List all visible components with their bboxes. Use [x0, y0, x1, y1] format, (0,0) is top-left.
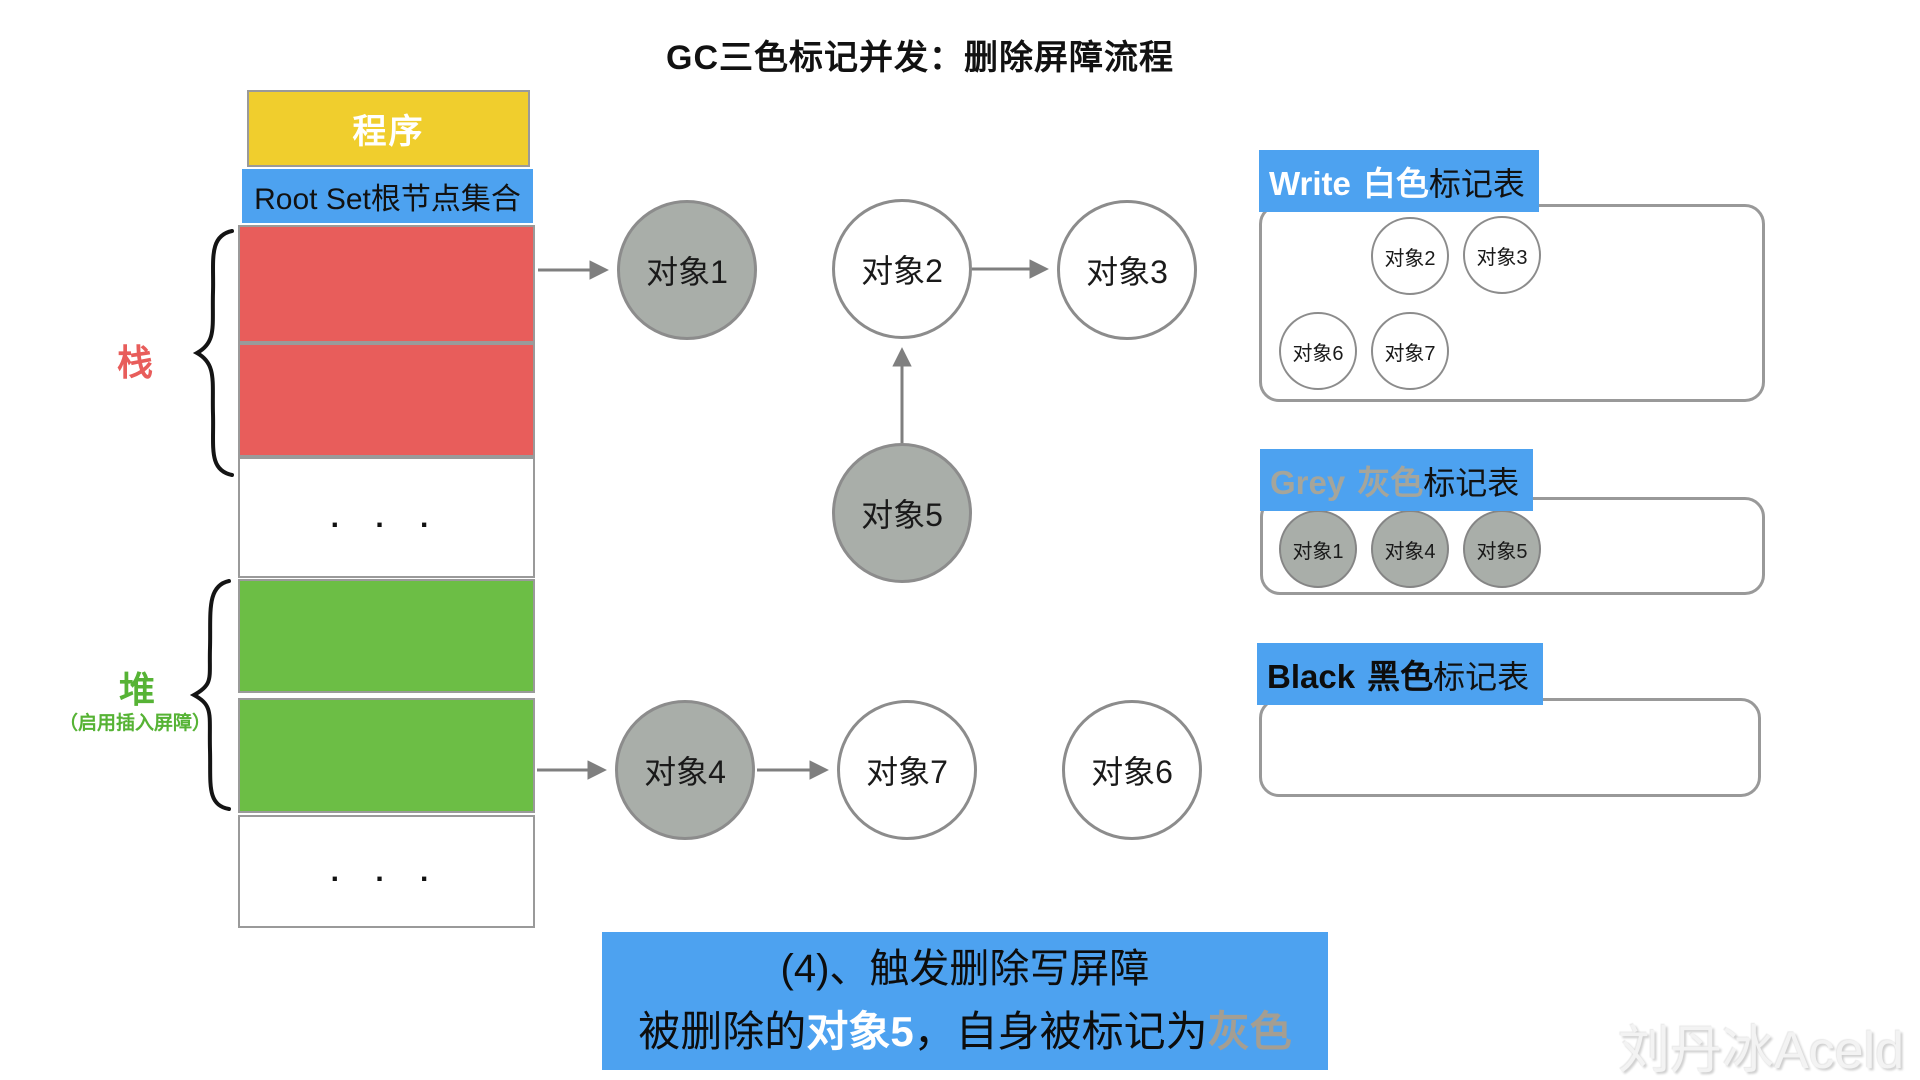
white-table-item-label: 对象2 — [1384, 247, 1436, 270]
object-node-4-label: 对象4 — [644, 754, 726, 790]
grey-table-item-label: 对象4 — [1384, 540, 1436, 563]
white-table-item: 对象2 — [1371, 217, 1449, 295]
grey-table-title-en: Grey — [1270, 464, 1346, 501]
heap-sublabel: （启用插入屏障） — [58, 713, 211, 734]
caption-object5-highlight: 对象5 — [806, 1008, 914, 1055]
object-node-2-label: 对象2 — [861, 253, 943, 289]
grey-table-item: 对象5 — [1463, 510, 1541, 588]
heap-brace — [189, 579, 231, 811]
object-node-5: 对象5 — [832, 443, 972, 583]
step-caption: (4)、触发删除写屏障 被删除的对象5，自身被标记为灰色 — [602, 932, 1328, 1070]
memory-ellipsis-box-bottom: . . . — [238, 815, 535, 928]
white-table-item-label: 对象6 — [1292, 342, 1344, 365]
white-table-title-en: Write — [1269, 165, 1351, 202]
white-table-title-suffix: 标记表 — [1428, 166, 1525, 202]
object-node-1: 对象1 — [617, 200, 757, 340]
caption-line2-text: ，自身被标记为 — [913, 1008, 1208, 1055]
grey-table-item: 对象1 — [1279, 510, 1357, 588]
object-node-2: 对象2 — [832, 199, 972, 339]
program-label: 程序 — [352, 113, 425, 151]
object-node-5-label: 对象5 — [861, 497, 943, 533]
heap-slot-2 — [238, 698, 535, 813]
grey-table-title-cn: 灰色 — [1357, 464, 1424, 501]
page-title: GC三色标记并发：删除屏障流程 — [666, 39, 1174, 77]
white-table-item-label: 对象7 — [1384, 342, 1436, 365]
stack-slot-1 — [238, 225, 535, 343]
white-table-item: 对象7 — [1371, 312, 1449, 390]
object-node-1-label: 对象1 — [646, 254, 728, 290]
caption-grey-highlight: 灰色 — [1207, 1008, 1292, 1055]
watermark: 刘丹冰Aceld — [1618, 1022, 1905, 1080]
object-node-7: 对象7 — [837, 700, 977, 840]
black-table — [1259, 698, 1761, 797]
black-table-title-en: Black — [1267, 658, 1356, 695]
caption-line2-text: 被删除的 — [638, 1008, 807, 1055]
stack-label: 栈 — [116, 342, 153, 383]
object-node-4: 对象4 — [615, 700, 755, 840]
black-table-title-suffix: 标记表 — [1433, 659, 1530, 695]
stack-slot-2 — [238, 343, 535, 457]
white-table-item-label: 对象3 — [1476, 246, 1528, 269]
black-table-title-cn: 黑色 — [1367, 658, 1434, 695]
white-table-title: Write 白色标记表 — [1259, 150, 1539, 212]
caption-line2: 被删除的对象5，自身被标记为灰色 — [638, 1000, 1291, 1064]
white-table-title-cn: 白色 — [1362, 165, 1429, 202]
object-node-3-label: 对象3 — [1086, 254, 1168, 290]
grey-table-title: Grey 灰色标记表 — [1260, 449, 1534, 511]
heap-slot-1 — [238, 579, 535, 693]
white-table-item: 对象3 — [1463, 216, 1541, 294]
object-node-7-label: 对象7 — [866, 754, 948, 790]
object-node-6-label: 对象6 — [1091, 754, 1173, 790]
stack-brace — [192, 229, 234, 477]
black-table-title: Black 黑色标记表 — [1257, 643, 1544, 705]
object-node-3: 对象3 — [1057, 200, 1197, 340]
grey-table-item-label: 对象1 — [1292, 540, 1344, 563]
grey-table-item-label: 对象5 — [1476, 540, 1528, 563]
program-box: 程序 — [247, 90, 530, 167]
grey-table-title-suffix: 标记表 — [1423, 465, 1520, 501]
white-table-item: 对象6 — [1279, 312, 1357, 390]
root-set-label: Root Set根节点集合 — [254, 183, 521, 216]
memory-ellipsis-box-top: . . . — [238, 457, 535, 578]
root-set-box: Root Set根节点集合 — [242, 169, 533, 223]
caption-line1: (4)、触发删除写屏障 — [780, 947, 1150, 991]
grey-table-item: 对象4 — [1371, 510, 1449, 588]
object-node-6: 对象6 — [1062, 700, 1202, 840]
heap-label: 堆 — [118, 669, 155, 710]
